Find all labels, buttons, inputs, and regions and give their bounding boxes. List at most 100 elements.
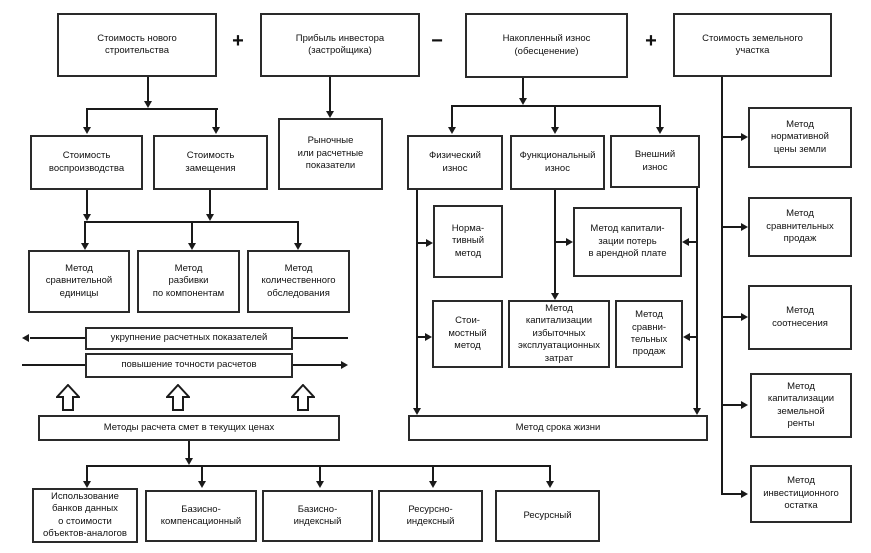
- connector-line: [451, 105, 453, 128]
- arrowhead-down-icon: [294, 243, 302, 250]
- connector-line: [297, 221, 299, 244]
- arrowhead-right-icon: [426, 239, 433, 247]
- node-ground-rent-capitalization-method: Метод капитализации земельной ренты: [750, 373, 852, 438]
- arrowhead-left-icon: [682, 238, 689, 246]
- node-investor-profit: Прибыль инвестора (застройщика): [260, 13, 420, 77]
- node-resource-index-method: Ресурсно- индексный: [378, 490, 483, 542]
- node-normative-method: Норма- тивный метод: [433, 205, 503, 278]
- arrowhead-right-icon: [741, 401, 748, 409]
- connector-line: [721, 77, 723, 495]
- plus-operator: +: [232, 30, 244, 52]
- connector-line: [721, 136, 741, 138]
- connector-line: [84, 221, 86, 244]
- connector-line: [215, 108, 217, 127]
- connector-line: [191, 221, 193, 244]
- up-arrow-icon: [56, 384, 80, 411]
- node-lifetime-method: Метод срока жизни: [408, 415, 708, 441]
- minus-operator: −: [431, 30, 443, 52]
- up-arrow-icon: [166, 384, 190, 411]
- arrowhead-down-icon: [144, 101, 152, 108]
- arrowhead-down-icon: [429, 481, 437, 488]
- connector-line: [293, 364, 341, 366]
- node-market-indicators: Рыночные или расчетные показатели: [278, 118, 383, 190]
- connector-line: [209, 190, 211, 216]
- connector-line: [86, 190, 88, 216]
- node-basis-index-method: Базисно- индексный: [262, 490, 373, 542]
- node-functional-wear: Функциональный износ: [510, 135, 605, 190]
- arrowhead-down-icon: [83, 127, 91, 134]
- node-correlation-method: Метод соотнесения: [748, 285, 852, 350]
- connector-line: [721, 226, 741, 228]
- node-normative-land-price-method: Метод нормативной цены земли: [748, 107, 852, 168]
- arrowhead-down-icon: [656, 127, 664, 134]
- node-estimate-methods: Методы расчета смет в текущих ценах: [38, 415, 340, 441]
- up-arrow-icon: [291, 384, 315, 411]
- connector-line: [659, 105, 661, 128]
- node-quantitative-survey-method: Метод количественного обследования: [247, 250, 350, 313]
- connector-line: [86, 465, 88, 482]
- connector-line: [329, 77, 331, 112]
- arrowhead-down-icon: [188, 243, 196, 250]
- connector-line: [30, 337, 85, 339]
- arrowhead-down-icon: [198, 481, 206, 488]
- node-excess-costs-capitalization-method: Метод капитализации избыточных эксплуата…: [508, 300, 610, 368]
- arrowhead-right-icon: [741, 223, 748, 231]
- connector-line: [416, 190, 418, 409]
- scale-bar-precision: повышение точности расчетов: [85, 353, 293, 378]
- connector-line: [721, 316, 741, 318]
- connector-line: [418, 242, 428, 244]
- connector-line: [554, 105, 556, 128]
- arrowhead-right-icon: [741, 313, 748, 321]
- node-comparative-sales-method-wear: Метод сравни- тельных продаж: [615, 300, 683, 368]
- connector-line: [188, 441, 190, 460]
- arrowhead-right-icon: [425, 333, 432, 341]
- connector-line: [88, 108, 218, 110]
- connector-line: [549, 465, 551, 482]
- node-analog-databank: Использование банков данных о стоимости …: [32, 488, 138, 543]
- arrowhead-down-icon: [519, 98, 527, 105]
- arrowhead-down-icon: [206, 214, 214, 221]
- connector-line: [418, 336, 427, 338]
- node-land-plot-cost: Стоимость земельного участка: [673, 13, 832, 77]
- arrowhead-down-icon: [551, 293, 559, 300]
- node-rent-loss-capitalization-method: Метод капитали- зации потерь в арендной …: [573, 207, 682, 277]
- arrowhead-left-icon: [683, 333, 690, 341]
- connector-line: [554, 190, 556, 294]
- node-comparative-unit-method: Метод сравнительной единицы: [28, 250, 130, 313]
- arrowhead-down-icon: [212, 127, 220, 134]
- connector-line: [147, 77, 149, 103]
- arrowhead-down-icon: [185, 458, 193, 465]
- node-comparative-sales-method-land: Метод сравнительных продаж: [748, 197, 852, 257]
- connector-line: [721, 404, 741, 406]
- connector-line: [319, 465, 321, 482]
- arrowhead-right-icon: [566, 238, 573, 246]
- connector-line: [432, 465, 434, 482]
- connector-line: [696, 188, 698, 409]
- arrowhead-right-icon: [741, 490, 748, 498]
- connector-line: [556, 241, 567, 243]
- arrowhead-down-icon: [413, 408, 421, 415]
- node-new-construction-cost: Стоимость нового строительства: [57, 13, 217, 77]
- arrowhead-down-icon: [546, 481, 554, 488]
- plus-operator: +: [645, 30, 657, 52]
- connector-line: [86, 108, 88, 127]
- node-replacement-cost: Стоимость замещения: [153, 135, 268, 190]
- node-external-wear: Внешний износ: [610, 135, 700, 188]
- arrowhead-right-icon: [741, 133, 748, 141]
- connector-line: [293, 337, 348, 339]
- arrowhead-down-icon: [448, 127, 456, 134]
- connector-line: [22, 364, 85, 366]
- arrowhead-down-icon: [81, 243, 89, 250]
- arrowhead-down-icon: [316, 481, 324, 488]
- arrowhead-right-icon: [341, 361, 348, 369]
- arrowhead-down-icon: [83, 481, 91, 488]
- node-accumulated-wear: Накопленный износ (обесценение): [465, 13, 628, 78]
- node-resource-method: Ресурсный: [495, 490, 600, 542]
- connector-line: [452, 105, 661, 107]
- node-basis-compensation-method: Базисно- компенсационный: [145, 490, 257, 542]
- connector-line: [522, 77, 524, 100]
- node-physical-wear: Физический износ: [407, 135, 503, 190]
- node-component-breakdown-method: Метод разбивки по компонентам: [137, 250, 240, 313]
- arrowhead-down-icon: [551, 127, 559, 134]
